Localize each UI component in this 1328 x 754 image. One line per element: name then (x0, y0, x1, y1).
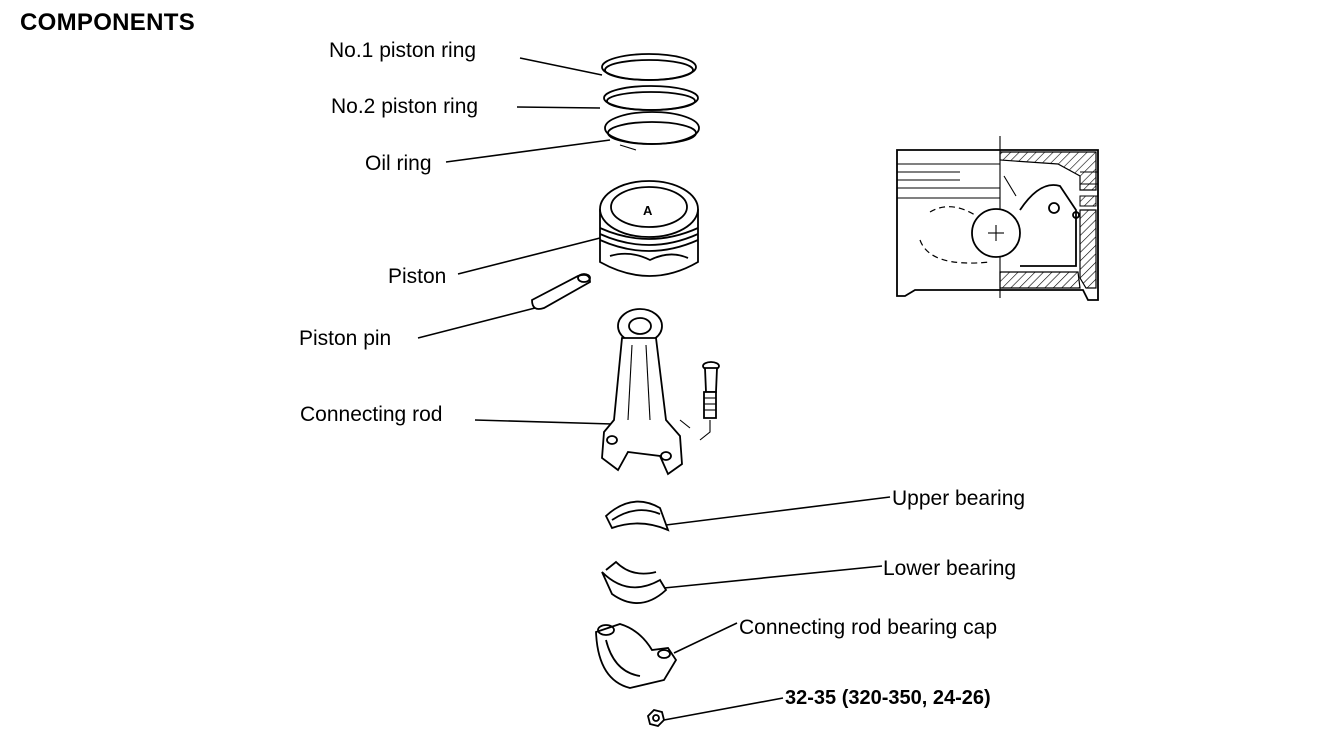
svg-text:A: A (643, 203, 653, 218)
label-piston: Piston (388, 265, 447, 288)
bearing-icon (601, 560, 668, 604)
label-piston-pin: Piston pin (299, 327, 392, 350)
label-lower-bearing: Lower bearing (883, 557, 1017, 580)
leader-lines (417, 57, 891, 721)
connecting-rod-icon (601, 308, 683, 476)
piston-ring-icon (601, 53, 700, 151)
label-torque-spec: 32-35 (320-350, 24-26) (785, 687, 991, 709)
label-connecting-rod: Connecting rod (300, 403, 443, 426)
bolt-icon (679, 361, 720, 441)
label-oil-ring: Oil ring (365, 152, 432, 175)
bearing-icon (604, 500, 670, 532)
piston-cross-section-icon (896, 136, 1099, 301)
label-bearing-cap: Connecting rod bearing cap (739, 616, 998, 639)
label-no2-piston-ring: No.2 piston ring (331, 95, 479, 118)
piston-pin-icon (531, 273, 591, 310)
label-upper-bearing: Upper bearing (892, 487, 1026, 510)
piston-icon: A (599, 180, 699, 277)
bearing-cap-icon (595, 623, 678, 689)
page-title: COMPONENTS (20, 9, 196, 36)
nut-icon (647, 709, 665, 727)
label-no1-piston-ring: No.1 piston ring (329, 39, 477, 62)
